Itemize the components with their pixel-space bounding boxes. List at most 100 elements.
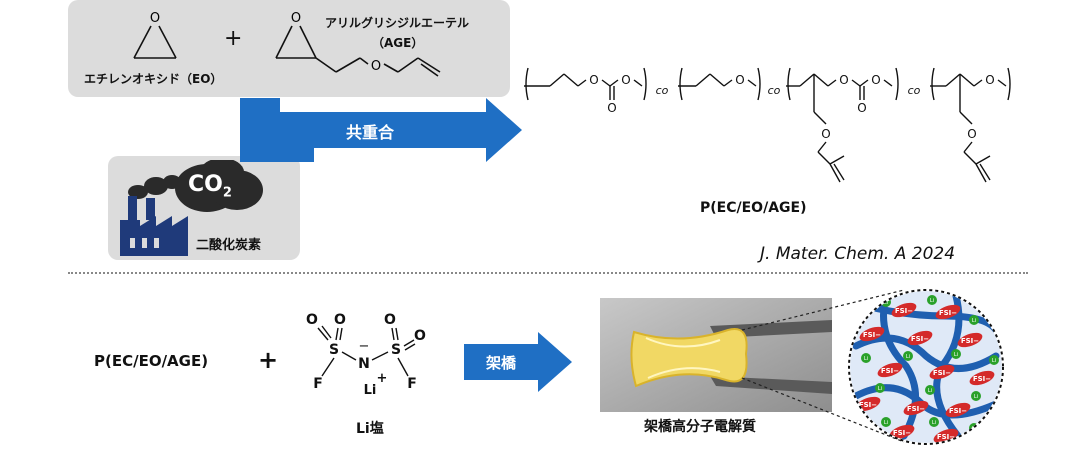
svg-text:S: S xyxy=(391,342,401,358)
citation: J. Mater. Chem. A 2024 xyxy=(760,244,956,264)
svg-text:O: O xyxy=(967,127,976,141)
svg-text:O: O xyxy=(589,73,598,87)
svg-text:FSI−: FSI− xyxy=(973,375,991,383)
svg-text:co: co xyxy=(908,84,921,97)
co2-label: 二酸化炭素 xyxy=(196,238,262,253)
svg-text:S: S xyxy=(329,342,339,358)
li-cation: Li xyxy=(925,385,935,395)
age-label: アリルグリシジルエーテル xyxy=(325,16,470,30)
copolymerization-arrow xyxy=(240,98,522,162)
eo-label: エチレンオキシド（EO） xyxy=(84,72,223,86)
fsi-anion: FSI− xyxy=(877,362,903,378)
svg-text:Li: Li xyxy=(930,298,934,304)
top-plus-sign: + xyxy=(224,26,243,51)
fsi-anion: FSI− xyxy=(859,326,885,342)
crosslink-label: 架橋 xyxy=(486,354,517,372)
fsi-anion: FSI− xyxy=(929,364,955,380)
crosslink-arrow xyxy=(464,332,572,392)
svg-text:O: O xyxy=(607,101,616,115)
polymer-name-top: P(EC/EO/AGE) xyxy=(700,200,807,216)
svg-text:O: O xyxy=(371,59,381,74)
svg-text:Li: Li xyxy=(884,300,888,306)
li-cation: Li xyxy=(927,295,937,305)
svg-text:O: O xyxy=(871,73,880,87)
svg-text:co: co xyxy=(768,84,781,97)
svg-text:FSI−: FSI− xyxy=(939,309,957,317)
svg-text:O: O xyxy=(334,312,346,328)
fsi-anion: FSI− xyxy=(889,424,915,440)
li-cation: Li xyxy=(875,383,885,393)
copolymerization-label: 共重合 xyxy=(346,123,395,142)
svg-text:O: O xyxy=(150,11,160,26)
svg-text:O: O xyxy=(985,73,994,87)
svg-text:FSI−: FSI− xyxy=(895,307,913,315)
fsi-anion: FSI− xyxy=(855,396,881,412)
svg-text:Li: Li xyxy=(364,383,377,398)
svg-text:O: O xyxy=(621,73,630,87)
li-cation: Li xyxy=(971,391,981,401)
fsi-anion: FSI− xyxy=(969,370,995,386)
li-cation: Li xyxy=(903,351,913,361)
polymer-structure: O O O O O O O O O O co co co xyxy=(524,67,1011,183)
fsi-anion: FSI− xyxy=(907,330,933,346)
svg-text:FSI−: FSI− xyxy=(907,405,925,413)
fsi-anion: FSI− xyxy=(903,400,929,416)
svg-text:Li: Li xyxy=(992,358,996,364)
polymer-network-zoom: FSI− FSI− FSI− FSI− FSI− FSI− FSI− FSI− FSI− FSI−… xyxy=(848,289,1004,445)
fsi-anion: FSI− xyxy=(957,332,983,348)
svg-text:O: O xyxy=(414,328,426,344)
svg-text:Li: Li xyxy=(906,354,910,360)
svg-text:O: O xyxy=(857,101,866,115)
svg-text:FSI−: FSI− xyxy=(859,401,877,409)
svg-text:Li: Li xyxy=(884,420,888,426)
li-cation: Li xyxy=(881,417,891,427)
svg-text:N: N xyxy=(358,356,370,372)
svg-text:Li: Li xyxy=(954,352,958,358)
svg-text:F: F xyxy=(407,376,417,392)
svg-text:O: O xyxy=(291,11,301,26)
fsi-anion: FSI− xyxy=(945,402,971,418)
allyl-glycidyl-ether-structure: O O xyxy=(275,11,441,77)
li-salt-label: Li塩 xyxy=(356,421,384,437)
svg-text:FSI−: FSI− xyxy=(933,369,951,377)
age-abbreviation: （AGE） xyxy=(372,36,424,50)
svg-text:Li: Li xyxy=(972,318,976,324)
svg-text:FSI−: FSI− xyxy=(911,335,929,343)
svg-text:O: O xyxy=(384,312,396,328)
svg-text:Li: Li xyxy=(878,386,882,392)
svg-text:FSI−: FSI− xyxy=(937,433,955,441)
svg-text:FSI−: FSI− xyxy=(949,407,967,415)
svg-text:O: O xyxy=(735,73,744,87)
co2-text: CO2 xyxy=(188,172,232,201)
monomer-panel xyxy=(68,0,510,97)
section-divider xyxy=(68,272,1028,274)
li-salt-structure: O O S F N S O O F − Li + xyxy=(306,312,426,398)
svg-text:Li: Li xyxy=(974,394,978,400)
bottom-plus-sign: + xyxy=(258,346,279,374)
li-cation: Li xyxy=(929,417,939,427)
li-cation: Li xyxy=(969,423,979,433)
li-cation: Li xyxy=(989,355,999,365)
svg-text:FSI−: FSI− xyxy=(893,429,911,437)
fsi-anion: FSI− xyxy=(935,304,961,320)
ethylene-oxide-structure: O xyxy=(133,11,177,59)
svg-text:−: − xyxy=(359,339,370,354)
svg-text:O: O xyxy=(306,312,318,328)
svg-text:Li: Li xyxy=(864,356,868,362)
li-cation: Li xyxy=(951,349,961,359)
product-label: 架橋高分子電解質 xyxy=(644,419,756,435)
factory-icon xyxy=(120,160,263,256)
polymer-name-bottom: P(EC/EO/AGE) xyxy=(94,352,209,370)
svg-text:FSI−: FSI− xyxy=(863,331,881,339)
li-cation: Li xyxy=(969,315,979,325)
svg-text:+: + xyxy=(377,371,388,386)
svg-text:Li: Li xyxy=(928,388,932,394)
svg-text:O: O xyxy=(839,73,848,87)
svg-text:F: F xyxy=(313,376,323,392)
svg-text:Li: Li xyxy=(932,420,936,426)
svg-text:O: O xyxy=(821,127,830,141)
li-cation: Li xyxy=(861,353,871,363)
svg-text:FSI−: FSI− xyxy=(961,337,979,345)
electrolyte-photo xyxy=(600,298,832,412)
svg-text:co: co xyxy=(656,84,669,97)
